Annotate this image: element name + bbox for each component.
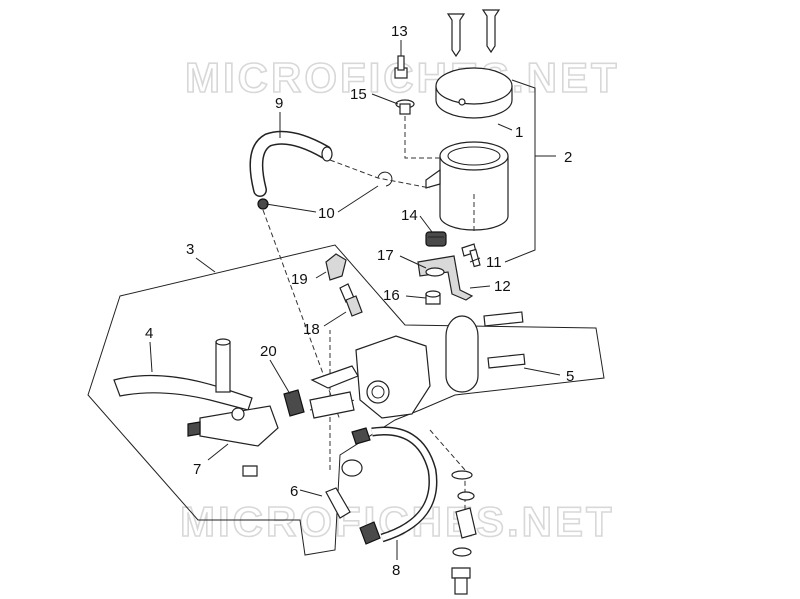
callout-9: 9 <box>275 95 283 112</box>
callout-15: 15 <box>350 86 367 103</box>
callout-10: 10 <box>318 205 335 222</box>
callout-2: 2 <box>564 149 572 166</box>
callout-6: 6 <box>290 483 298 500</box>
callout-14: 14 <box>401 207 418 224</box>
washer-15 <box>395 99 415 115</box>
banjo-bolt-stack <box>451 470 477 595</box>
cap-19 <box>325 253 347 281</box>
bracket-2 <box>504 79 536 263</box>
callout-17: 17 <box>377 247 394 264</box>
callout-1: 1 <box>515 124 523 141</box>
callout-labels: 1 2 3 4 5 6 7 8 9 10 11 12 13 14 15 16 1… <box>145 23 574 579</box>
washer-17 <box>425 267 445 277</box>
master-cylinder-body <box>309 335 431 419</box>
nut-16 <box>425 290 441 305</box>
watermark-bottom: MICROFICHES.NET <box>180 498 615 545</box>
callout-5: 5 <box>566 368 574 385</box>
reservoir-screws <box>446 9 501 58</box>
hose-9 <box>249 130 333 197</box>
callout-20: 20 <box>260 343 277 360</box>
callout-8: 8 <box>392 562 400 579</box>
callout-leaders <box>149 40 561 560</box>
callout-12: 12 <box>494 278 511 295</box>
callout-7: 7 <box>193 461 201 478</box>
callout-18: 18 <box>303 321 320 338</box>
bleeder-valve-18 <box>339 283 363 317</box>
callout-3: 3 <box>186 241 194 258</box>
seal-14 <box>425 231 447 247</box>
clamp-5 <box>445 311 526 393</box>
lever-pivot-rod <box>215 338 231 393</box>
callout-11: 11 <box>486 254 502 271</box>
bolt-11 <box>461 243 481 268</box>
callout-13: 13 <box>391 23 408 40</box>
callout-19: 19 <box>291 271 308 288</box>
callout-4: 4 <box>145 325 153 342</box>
callout-16: 16 <box>383 287 400 304</box>
pin-20 <box>283 389 305 417</box>
banjo-fitting-6 <box>325 459 363 519</box>
reservoir-cap-1 <box>435 67 513 119</box>
brake-lever-4 <box>113 374 253 411</box>
reservoir-body <box>425 141 509 231</box>
hydraulic-line-8 <box>351 426 438 545</box>
adjuster-7 <box>187 405 279 477</box>
